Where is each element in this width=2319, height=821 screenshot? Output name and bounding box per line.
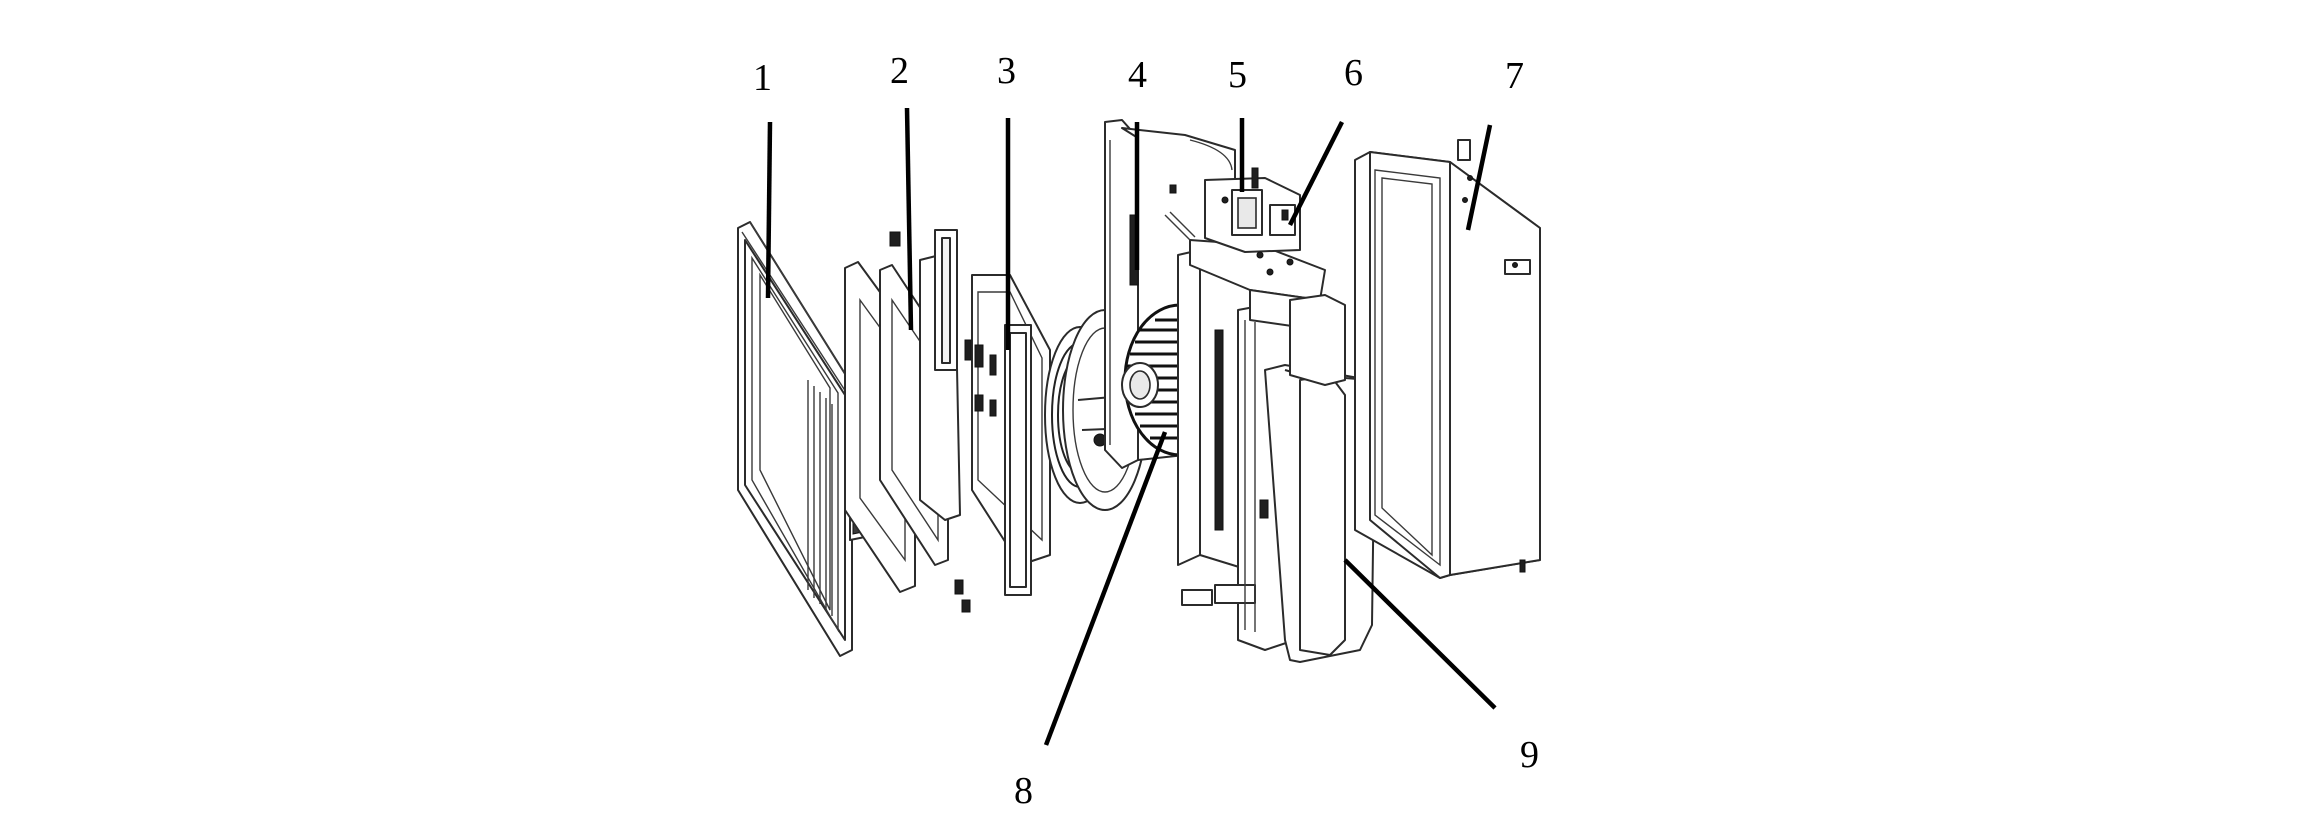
callout-7: 7 [1505,55,1524,97]
part-5-6-control-frame [1164,167,1346,386]
panel-brackets [964,339,997,417]
leader-6 [1287,120,1345,227]
callout-labels: 1 2 3 4 5 6 7 8 9 [753,50,1539,812]
part-2-frame-panel [844,229,971,613]
leader-8 [1043,431,1168,746]
leader-7 [1465,124,1493,231]
part-3-cover-panel [964,274,1051,596]
callout-2: 2 [890,50,909,92]
callout-4: 4 [1128,54,1147,96]
callout-3: 3 [997,50,1016,92]
callout-1: 1 [753,57,772,99]
part-1-front-grille [737,221,853,657]
leader-1 [765,121,773,299]
callout-8: 8 [1014,770,1033,812]
grille-louvres [807,380,833,616]
part-7-rear-casing [1354,139,1541,579]
callout-9: 9 [1520,734,1539,776]
leader-9 [1343,558,1497,710]
leader-2 [904,107,914,331]
callout-6: 6 [1344,52,1363,94]
callout-5: 5 [1228,54,1247,96]
leader-lines [765,107,1497,746]
